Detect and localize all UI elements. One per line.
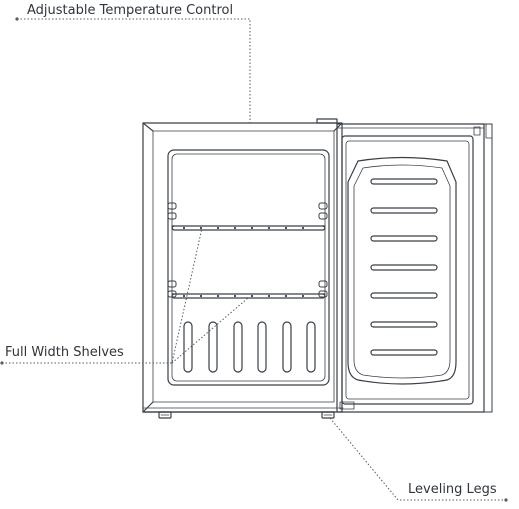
leveling-leg-right [321,411,335,419]
temperature-control-callout-label: Adjustable Temperature Control [27,3,234,18]
rear-wall-slots [183,321,316,373]
lower-shelf [171,293,326,299]
leveling-legs-callout-label: Leveling Legs [408,482,497,497]
temperature-control-knob [316,118,338,124]
interior-liner [167,149,330,386]
fridge-door [336,123,493,413]
interior-liner-inner [171,153,326,382]
temperature-leader-line [17,18,251,123]
shelves-callout-label: Full Width Shelves [5,345,124,360]
leveling-leg-left [158,411,172,419]
shelves-leader-line-lower [171,297,249,364]
upper-shelf [171,225,326,231]
shelves-leader-line-upper [2,227,203,364]
shelf-supports [167,202,328,298]
legs-leader-line [329,417,506,501]
door-rails [370,178,438,356]
leader-lines [2,18,506,501]
